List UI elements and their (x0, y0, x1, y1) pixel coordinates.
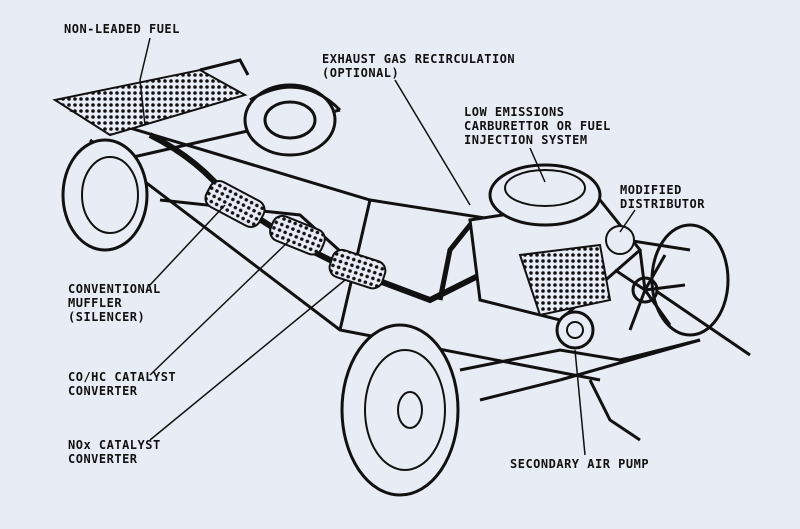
label-cohc-line1: CO/HC CATALYST (68, 370, 177, 384)
front-left-wheel (340, 323, 460, 497)
air-pump-shape (555, 310, 595, 350)
label-egr-line2: (OPTIONAL) (322, 66, 400, 80)
label-cohc-catalyst: CO/HC CATALYST CONVERTER (68, 370, 176, 398)
front-right-wheel (650, 223, 730, 337)
label-nox-line2: CONVERTER (68, 452, 138, 466)
label-carb-line2: CARBURETTOR OR FUEL (464, 119, 611, 133)
label-cohc-line2: CONVERTER (68, 384, 138, 398)
label-egr: EXHAUST GAS RECIRCULATION (OPTIONAL) (322, 52, 515, 80)
distributor-shape (605, 225, 635, 255)
fuel-tank (52, 58, 250, 137)
leader-lines (139, 37, 636, 456)
rear-axle (119, 83, 342, 162)
front-suspension (459, 338, 701, 442)
rear-wheel (61, 138, 149, 252)
label-nox-line1: NOx CATALYST (68, 438, 161, 452)
label-carb-line1: LOW EMISSIONS (464, 105, 565, 119)
label-muffler: CONVENTIONAL MUFFLER (SILENCER) (68, 282, 161, 324)
label-muffler-line1: CONVENTIONAL (68, 282, 161, 296)
cohc-catalyst-shape (269, 214, 326, 256)
muffler-shape (204, 180, 266, 228)
label-egr-line1: EXHAUST GAS RECIRCULATION (322, 52, 516, 66)
air-cleaner (488, 163, 602, 227)
label-carburettor: LOW EMISSIONS CARBURETTOR OR FUEL INJECT… (464, 105, 611, 147)
label-secondary-air-pump: SECONDARY AIR PUMP (510, 457, 650, 471)
exhaust-manifold (518, 243, 612, 317)
nox-catalyst-shape (328, 248, 387, 290)
label-carb-line3: INJECTION SYSTEM (464, 133, 588, 147)
label-dist-line1: MODIFIED (620, 183, 682, 197)
label-nox-catalyst: NOx CATALYST CONVERTER (68, 438, 161, 466)
label-dist-line2: DISTRIBUTOR (620, 197, 705, 211)
label-muffler-line2: MUFFLER (68, 296, 123, 310)
engine (468, 163, 643, 350)
label-muffler-line3: (SILENCER) (68, 310, 146, 324)
label-non-leaded-fuel: NON-LEADED FUEL (64, 22, 180, 36)
label-distributor: MODIFIED DISTRIBUTOR (620, 183, 705, 211)
